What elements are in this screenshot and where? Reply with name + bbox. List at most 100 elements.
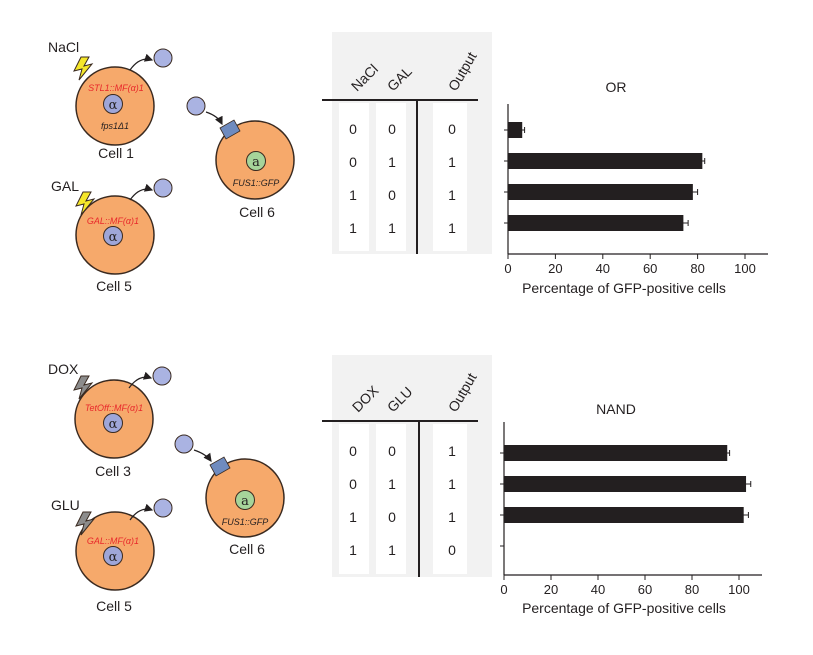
- table-cell: 1: [448, 220, 456, 236]
- receiver-cell-6: a FUS1::GFP Cell 6: [215, 120, 295, 220]
- x-tick-label: 100: [728, 582, 750, 597]
- table-cell: 1: [448, 187, 456, 203]
- secretion-arrow: [129, 183, 154, 201]
- pheromone-icon: [152, 366, 172, 386]
- column-shade: [339, 103, 369, 251]
- secretion-arrow: [129, 503, 154, 521]
- sender-cell-3: α TetOff::MF(α)1 Cell 3: [74, 379, 154, 479]
- promoter-gene-label: GAL::MF(α)1: [87, 536, 139, 546]
- bar: [504, 445, 728, 461]
- x-tick-label: 20: [548, 261, 562, 276]
- nucleus-label: a: [241, 494, 249, 509]
- table-cell: 1: [448, 509, 456, 525]
- table-cell: 0: [349, 121, 357, 137]
- nucleus: [235, 490, 255, 510]
- nucleus: [103, 413, 123, 433]
- x-tick-label: 60: [638, 582, 652, 597]
- pheromone-icon: [174, 434, 194, 454]
- table-cell: 1: [388, 542, 396, 558]
- x-tick-label: 0: [500, 582, 507, 597]
- bar: [504, 507, 744, 523]
- table-cell: 1: [388, 476, 396, 492]
- table-cell: 1: [448, 443, 456, 459]
- lightning-bolt-icon: [73, 56, 94, 81]
- binding-arrow: [193, 449, 212, 462]
- receiver-cell-6-bottom: a FUS1::GFP Cell 6: [205, 458, 285, 557]
- nucleus-label: α: [109, 98, 118, 113]
- or-circuit: α STL1::MF(α)1 fps1Δ1 Cell 1 NaCl α GAL:…: [48, 39, 295, 294]
- bar: [504, 538, 505, 554]
- x-tick-label: 0: [504, 261, 511, 276]
- nucleus: [103, 546, 123, 566]
- cell-name: Cell 6: [239, 204, 275, 220]
- column-shade: [376, 424, 406, 574]
- secretion-arrow: [129, 53, 154, 71]
- table-cell: 1: [448, 476, 456, 492]
- column-shade: [433, 424, 467, 574]
- sender-cell-5: α GAL::MF(α)1 Cell 5: [75, 195, 155, 294]
- lightning-bolt-icon: [75, 511, 96, 536]
- table-cell: 1: [349, 220, 357, 236]
- nucleus-label: α: [109, 550, 118, 565]
- pheromone-icon: [153, 498, 173, 518]
- table-cell: 0: [349, 154, 357, 170]
- x-tick-label: 100: [734, 261, 756, 276]
- x-tick-label: 80: [690, 261, 704, 276]
- input-signal-dox: DOX: [48, 361, 94, 400]
- table-cell: 1: [448, 154, 456, 170]
- nucleus-label: a: [252, 155, 260, 170]
- input-label: DOX: [48, 361, 79, 377]
- bar: [508, 153, 703, 169]
- nucleus: [246, 151, 266, 171]
- nucleus-label: α: [109, 230, 118, 245]
- x-tick-label: 20: [544, 582, 558, 597]
- pheromone-icon: [186, 96, 206, 116]
- cell-name: Cell 6: [229, 541, 265, 557]
- input-label: GAL: [51, 178, 79, 194]
- nand-circuit: α TetOff::MF(α)1 Cell 3 DOX α GAL::MF(α)…: [48, 361, 285, 614]
- table-cell: 1: [349, 542, 357, 558]
- lightning-bolt-icon: [75, 191, 96, 216]
- promoter-gene-label: TetOff::MF(α)1: [85, 403, 143, 413]
- bar: [508, 184, 693, 200]
- pheromone-icon: [153, 178, 173, 198]
- cell-name: Cell 5: [96, 278, 132, 294]
- input-signal-nacl: NaCl: [48, 39, 94, 81]
- column-shade: [376, 103, 406, 251]
- table-cell: 0: [349, 476, 357, 492]
- nucleus: [103, 226, 123, 246]
- x-tick-label: 40: [591, 582, 605, 597]
- secretion-arrow: [128, 371, 153, 389]
- nucleus-label: α: [109, 417, 118, 432]
- table-cell: 1: [349, 187, 357, 203]
- binding-arrow: [205, 111, 223, 126]
- cell-name: Cell 1: [98, 145, 134, 161]
- reporter-gene-label: FUS1::GFP: [222, 517, 269, 527]
- pheromone-icon: [153, 48, 173, 68]
- chart-title: OR: [606, 79, 627, 95]
- nucleus: [103, 94, 123, 114]
- bar: [508, 122, 523, 138]
- table-cell: 0: [388, 187, 396, 203]
- reporter-gene-label: FUS1::GFP: [233, 178, 280, 188]
- sender-cell-1: α STL1::MF(α)1 fps1Δ1 Cell 1: [75, 66, 155, 161]
- input-signal-glu: GLU: [51, 497, 96, 536]
- lightning-bolt-icon: [73, 375, 94, 400]
- table-cell: 0: [388, 443, 396, 459]
- column-shade: [433, 103, 467, 251]
- promoter-gene-label: STL1::MF(α)1: [88, 83, 144, 93]
- promoter-gene-label: GAL::MF(α)1: [87, 216, 139, 226]
- x-tick-label: 80: [685, 582, 699, 597]
- cell-name: Cell 5: [96, 598, 132, 614]
- input-label: NaCl: [48, 39, 79, 55]
- cell-name: Cell 3: [95, 463, 131, 479]
- mutation-label: fps1Δ1: [101, 121, 129, 131]
- x-tick-label: 60: [643, 261, 657, 276]
